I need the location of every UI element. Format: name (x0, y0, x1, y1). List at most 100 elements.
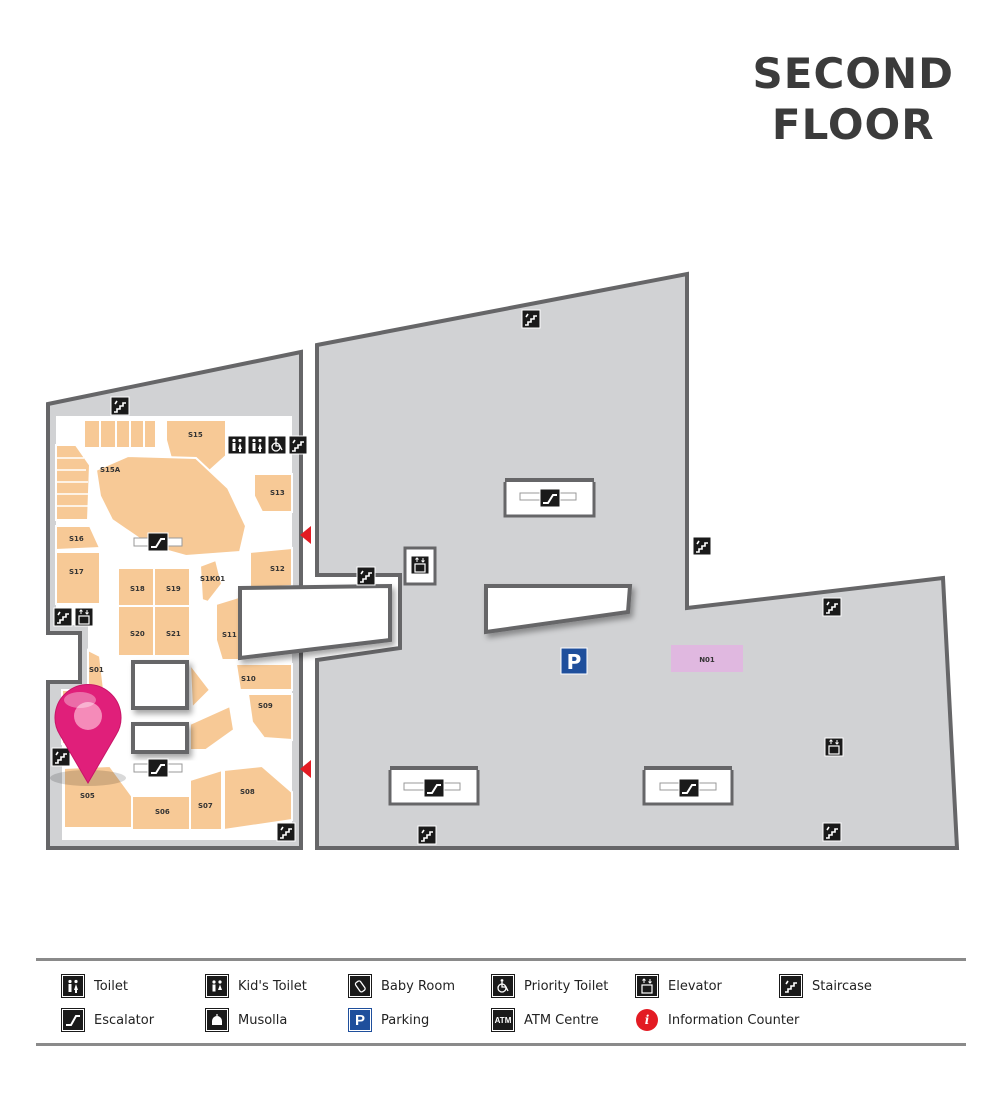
label-s16: S16 (69, 535, 84, 543)
kids-toilet-icon (247, 435, 267, 455)
escalator-icon (147, 758, 169, 778)
unit-n01 (671, 645, 743, 672)
shop-s16 (55, 525, 102, 552)
wheelchair-icon (267, 435, 287, 455)
shop-s13 (253, 473, 293, 513)
legend-label: Staircase (812, 978, 872, 994)
shop-small-2 (99, 419, 117, 449)
label-s19: S19 (166, 585, 181, 593)
label-s12: S12 (270, 565, 285, 573)
escalator-icon (423, 778, 445, 798)
shop-small-1 (83, 419, 101, 449)
label-s15: S15 (188, 431, 203, 439)
right-carpark: P N01 (238, 271, 960, 850)
label-s13: S13 (270, 489, 285, 497)
legend-label: Information Counter (668, 1012, 800, 1028)
staircase-icon (51, 747, 71, 767)
floor-title-line2: FLOOR (771, 100, 935, 149)
legend-label: ATM Centre (524, 1012, 599, 1028)
legend-label: Baby Room (381, 978, 455, 994)
elevator-icon (74, 607, 94, 627)
legend-parking: P Parking (348, 1007, 430, 1033)
legend-label: Toilet (94, 978, 129, 994)
legend-kids-toilet: Kid's Toilet (205, 973, 307, 999)
legend-label: Elevator (668, 978, 722, 994)
staircase-icon (276, 822, 296, 842)
shop-s19 (153, 567, 191, 607)
legend-label: Kid's Toilet (238, 978, 307, 994)
shop-right-mid2 (189, 704, 236, 751)
escalator-icon (678, 778, 700, 798)
floor-title: SECOND FLOOR (753, 48, 954, 150)
entrance-arrow (300, 526, 311, 544)
staircase-icon (288, 435, 308, 455)
escalator-icon (147, 532, 169, 552)
elevator-icon (410, 555, 430, 575)
shop-s15a (94, 454, 248, 558)
staircase-icon (692, 536, 712, 556)
staircase-icon (110, 396, 130, 416)
floor-map: S15 S15A S13 S16 S17 S18 S19 S1K01 S12 S… (46, 271, 960, 850)
atm-icon: ATM (491, 1008, 515, 1032)
legend-atm: ATM ATM Centre (491, 1007, 599, 1033)
label-s18: S18 (130, 585, 145, 593)
void-left-2 (131, 722, 189, 754)
left-stair-lines (56, 457, 88, 507)
shop-small-5 (143, 419, 157, 449)
elevator-icon (824, 737, 844, 757)
legend-escalator: Escalator (61, 1007, 155, 1033)
wheelchair-icon (491, 974, 515, 998)
entrance-arrow (300, 760, 311, 778)
staircase-icon (822, 597, 842, 617)
shop-s10 (234, 663, 293, 691)
shop-s08 (223, 764, 293, 832)
legend-musolla: Musolla (205, 1007, 288, 1033)
baby-bottle-icon (348, 974, 372, 998)
label-s20: S20 (130, 630, 145, 638)
label-s06: S06 (155, 808, 170, 816)
staircase-icon (53, 607, 73, 627)
label-s08: S08 (240, 788, 255, 796)
legend-label: Priority Toilet (524, 978, 609, 994)
shop-s17 (55, 551, 101, 605)
shop-s20 (117, 605, 155, 657)
shop-right-mid (188, 660, 212, 711)
label-s10: S10 (241, 675, 256, 683)
label-s07: S07 (198, 802, 213, 810)
label-s05: S05 (80, 792, 95, 800)
staircase-icon (822, 822, 842, 842)
elevator-icon (635, 974, 659, 998)
legend-info: i Information Counter (636, 1007, 799, 1033)
label-n01: N01 (699, 656, 715, 664)
legend-label: Parking (381, 1012, 430, 1028)
label-s01: S01 (89, 666, 104, 674)
label-s21: S21 (166, 630, 181, 638)
shop-s07 (189, 768, 223, 831)
shop-small-4 (129, 419, 145, 449)
info-icon: i (636, 1009, 658, 1031)
legend-label: Musolla (238, 1012, 288, 1028)
label-s15a: S15A (100, 466, 121, 474)
shop-small-3 (115, 419, 131, 449)
staircase-icon (356, 566, 376, 586)
parking-letter: P (567, 650, 582, 674)
staircase-icon (417, 825, 437, 845)
kids-toilet-icon (205, 974, 229, 998)
shop-s09 (246, 693, 293, 742)
left-unit-labels: S15 S15A S13 S16 S17 S18 S19 S1K01 S12 S… (69, 431, 285, 816)
parking-icon (560, 647, 588, 675)
shop-s1k01 (198, 558, 224, 604)
shop-s21 (153, 605, 191, 657)
label-s1k01: S1K01 (200, 575, 225, 583)
escalator-icon (61, 1008, 85, 1032)
label-s09: S09 (258, 702, 273, 710)
legend-toilet: Toilet (61, 973, 129, 999)
toilet-icon (227, 435, 247, 455)
legend-label: Escalator (94, 1012, 155, 1028)
location-pin (50, 684, 126, 786)
legend-staircase: Staircase (779, 973, 872, 999)
floor-title-line1: SECOND (752, 49, 954, 98)
staircase-icon (779, 974, 803, 998)
map-legend: Toilet Kid's Toilet Baby Room Priority T… (36, 958, 966, 1046)
legend-baby-room: Baby Room (348, 973, 455, 999)
